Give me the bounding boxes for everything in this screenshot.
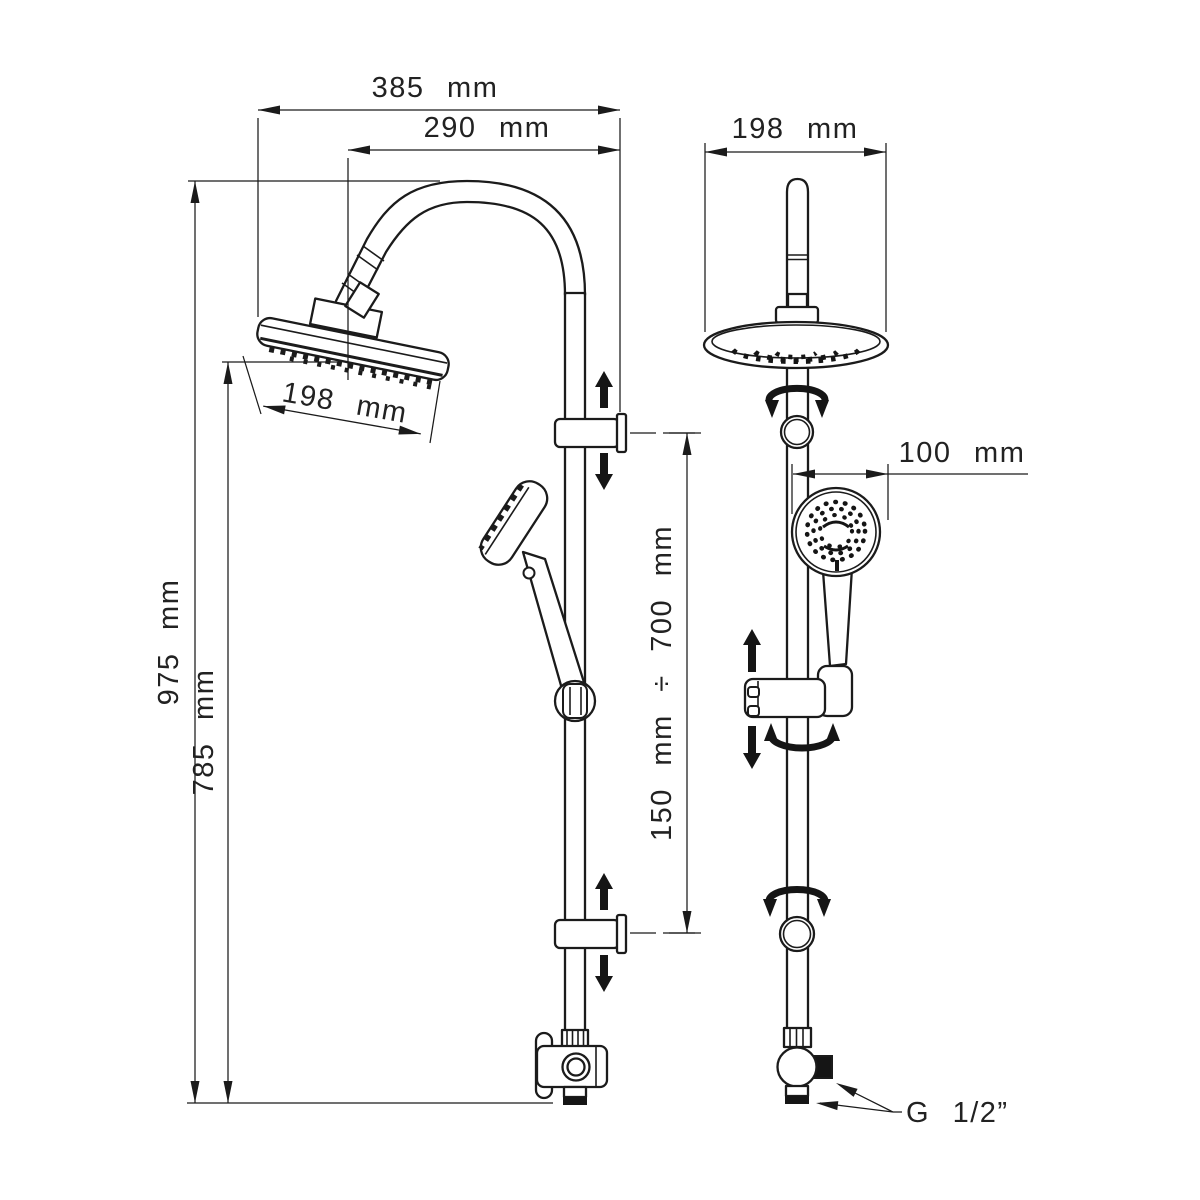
hanging-clip xyxy=(522,566,536,580)
front-view-column-pipe xyxy=(785,177,810,1030)
upper-slider-side xyxy=(553,371,628,490)
thread-label: G 1/2” xyxy=(906,1097,1009,1129)
diverter-valve-side xyxy=(534,1028,609,1105)
dim-total-height: 975 mm xyxy=(153,180,553,1104)
dim-label: 290 mm xyxy=(424,112,551,144)
up-arrow-icon xyxy=(595,873,613,889)
hand-shower-head xyxy=(478,480,549,566)
rotation-arrow-icon xyxy=(765,384,829,418)
down-arrow-icon xyxy=(595,976,613,992)
outlet-thread xyxy=(785,1096,809,1104)
hand-shower-front xyxy=(790,486,882,668)
rain-head-connector xyxy=(308,281,384,339)
rain-head-front xyxy=(702,292,890,370)
outlet-thread xyxy=(563,1097,587,1105)
dim-label: 385 mm xyxy=(372,72,499,104)
pipe-joint-knob xyxy=(778,915,816,953)
dim-slider-travel: 150 mm ÷ 700 mm xyxy=(630,432,702,934)
bottom-connection-front xyxy=(776,1026,833,1104)
rotation-arrow-icon xyxy=(764,723,840,752)
dim-label: 785 mm xyxy=(188,669,220,796)
dim-label: 100 mm xyxy=(899,437,1026,469)
pipe-joint-knob xyxy=(779,414,815,450)
hand-shower-holder-side xyxy=(553,679,597,723)
dim-label: 198 mm xyxy=(280,376,410,430)
dim-handshower-offset: 100 mm xyxy=(791,437,1028,520)
dim-label: 198 mm xyxy=(732,113,859,145)
up-arrow-icon xyxy=(595,371,613,387)
hand-shower-handle xyxy=(821,566,854,668)
hand-shower-side xyxy=(478,480,590,697)
dim-arm-reach: 290 mm xyxy=(347,112,620,380)
dim-column-height: 785 mm xyxy=(188,361,337,1103)
thread-callout: G 1/2” xyxy=(816,1083,1009,1129)
rotation-arrow-icon xyxy=(763,885,831,917)
dim-head-diameter-front: 198 mm xyxy=(704,113,887,332)
dim-overall-width: 385 mm xyxy=(257,72,621,412)
dimensions: 385 mm 290 mm 198 mm xyxy=(153,72,1028,1129)
down-arrow-icon xyxy=(595,474,613,490)
down-arrow-icon xyxy=(743,753,761,769)
slider-front xyxy=(743,629,854,769)
gooseneck-arm xyxy=(334,179,587,314)
dim-label: 150 mm ÷ 700 mm xyxy=(646,525,678,841)
dim-label: 975 mm xyxy=(153,579,185,706)
up-arrow-icon xyxy=(743,629,761,645)
lower-slider-side xyxy=(553,873,628,992)
front-view xyxy=(702,177,890,1104)
rain-head-side xyxy=(256,316,450,391)
side-view xyxy=(256,179,628,1105)
